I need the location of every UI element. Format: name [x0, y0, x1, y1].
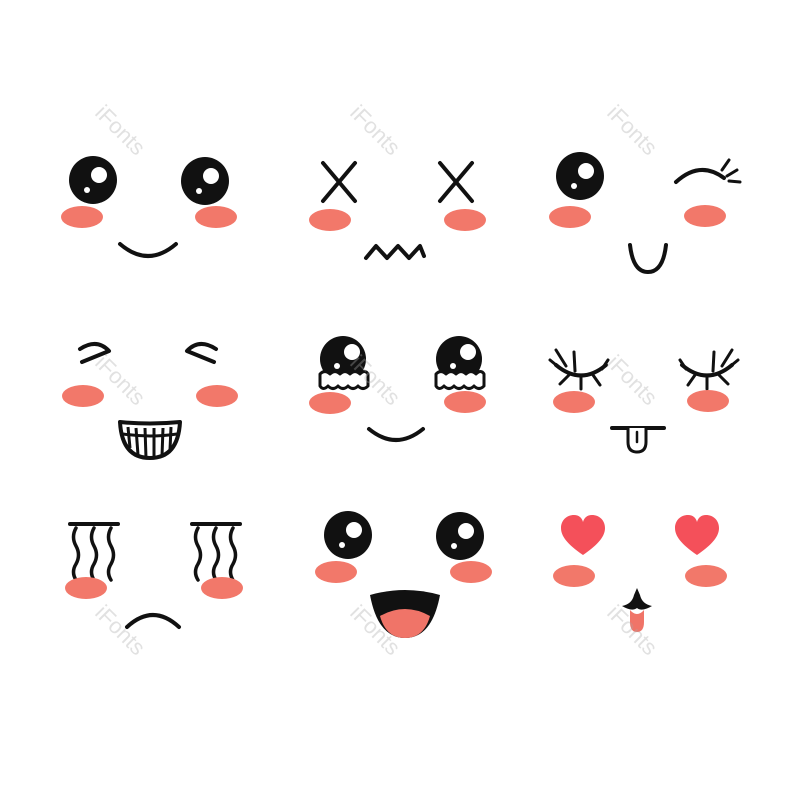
wink-eye-icon	[674, 158, 742, 184]
left-x-eye-icon	[321, 161, 357, 203]
smile-mouth	[118, 242, 178, 258]
right-closed-eye-icon	[678, 348, 740, 391]
tongue-out-face	[548, 348, 740, 454]
toothy-grin-mouth	[118, 420, 182, 460]
right-blush	[195, 206, 237, 228]
left-tears-eye-icon	[68, 522, 120, 582]
left-eye-icon	[556, 152, 604, 200]
right-tears-eye-icon	[190, 522, 242, 582]
left-blush	[553, 391, 595, 413]
right-x-eye-icon	[438, 161, 474, 203]
frown-mouth	[125, 613, 181, 629]
crying-face	[65, 522, 243, 629]
left-blush	[65, 577, 107, 599]
left-blush	[61, 206, 103, 228]
open-tongue-mouth	[370, 590, 440, 638]
right-squint-eye-icon	[185, 342, 218, 364]
smile-mouth	[367, 427, 425, 442]
left-teary-eye-icon	[318, 336, 370, 390]
right-blush	[685, 565, 727, 587]
left-blush	[549, 206, 591, 228]
u-smile-mouth	[628, 243, 668, 275]
right-eye-icon	[181, 157, 229, 205]
left-blush	[315, 561, 357, 583]
right-heart-eye-icon	[675, 515, 719, 555]
right-blush	[444, 391, 486, 413]
left-blush	[62, 385, 104, 407]
left-closed-eye-icon	[548, 348, 610, 391]
excited-face	[315, 511, 492, 638]
right-blush	[196, 385, 238, 407]
right-teary-eye-icon	[434, 336, 486, 390]
right-blush	[444, 209, 486, 231]
left-blush	[309, 392, 351, 414]
right-blush	[201, 577, 243, 599]
right-blush	[684, 205, 726, 227]
left-eye-icon	[324, 511, 372, 559]
happy-face	[61, 156, 237, 258]
left-eye-icon	[69, 156, 117, 204]
tongue-out-mouth	[610, 426, 666, 454]
love-face	[553, 515, 727, 632]
zigzag-mouth	[364, 244, 426, 260]
right-blush	[450, 561, 492, 583]
left-blush	[309, 209, 351, 231]
left-squint-eye-icon	[78, 342, 111, 364]
dizzy-face	[309, 161, 486, 260]
left-heart-eye-icon	[561, 515, 605, 555]
right-eye-icon	[436, 512, 484, 560]
left-blush	[553, 565, 595, 587]
winking-face	[549, 152, 742, 275]
teary-face	[309, 336, 486, 442]
laughing-face	[62, 342, 238, 460]
kiss-tongue-mouth	[622, 588, 652, 632]
right-blush	[687, 390, 729, 412]
